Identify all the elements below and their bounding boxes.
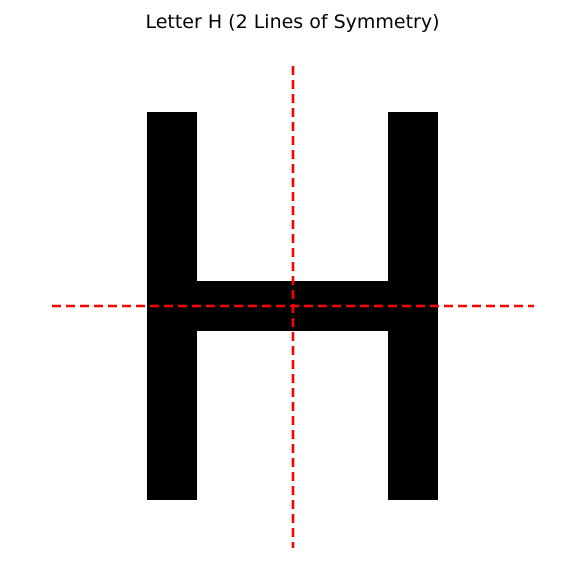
figure-title: Letter H (2 Lines of Symmetry)	[145, 11, 440, 33]
